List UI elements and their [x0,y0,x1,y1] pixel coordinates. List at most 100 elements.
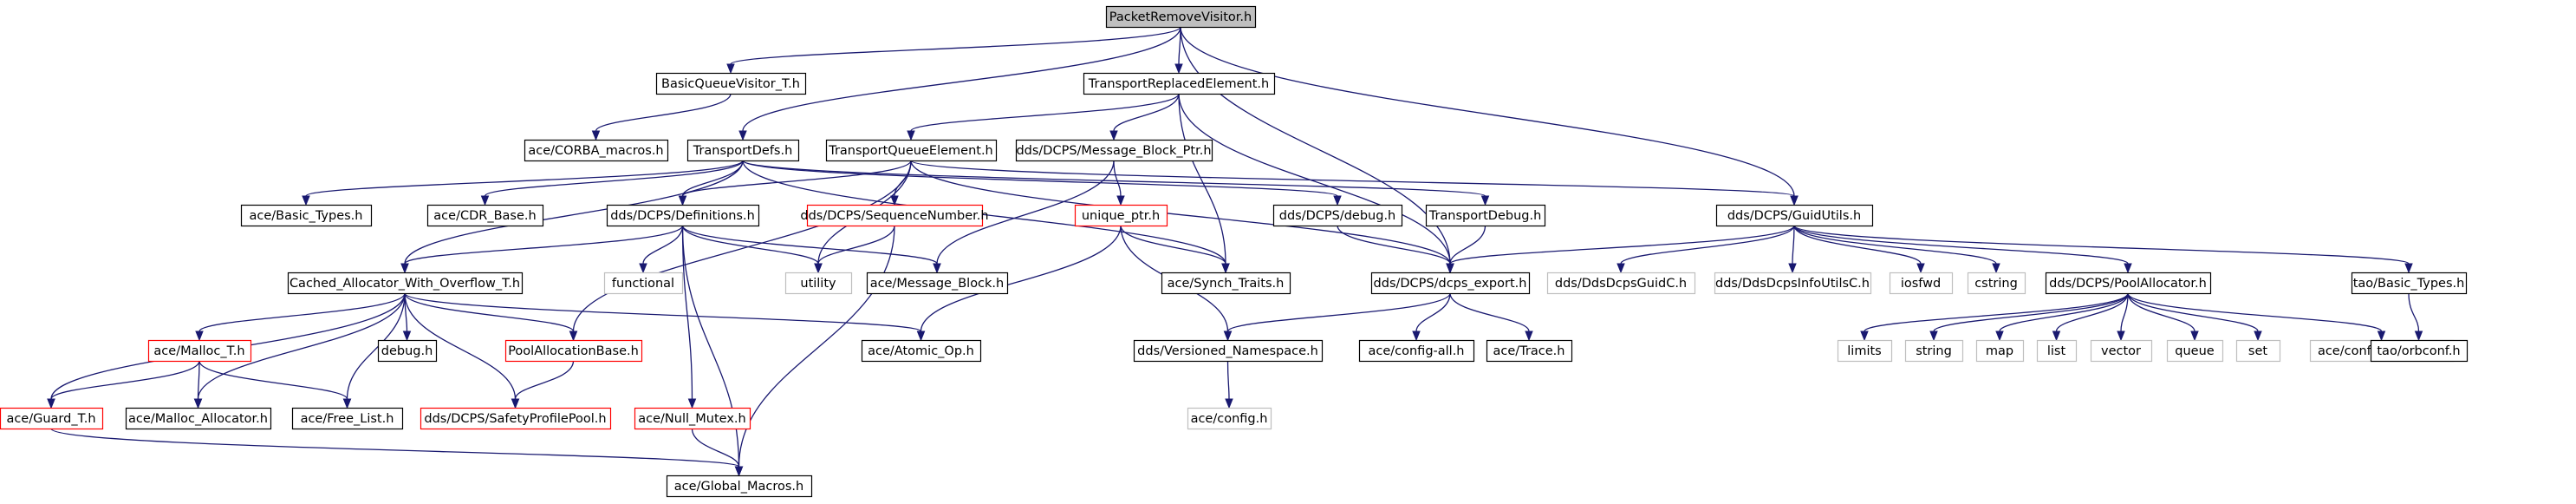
node-label: dds/DCPS/PoolAllocator.h [2049,277,2207,291]
edge-line [1178,93,1226,265]
node-guard[interactable]: ace/Guard_T.h [0,407,104,430]
node-configall[interactable]: ace/config-all.h [1358,339,1475,363]
node-freelist[interactable]: ace/Free_List.h [291,407,404,430]
edge-export-to-trace [1449,292,1533,342]
edge-tdefs-to-cdr [480,160,744,206]
node-seqnum[interactable]: dds/DCPS/SequenceNumber.h [800,204,989,227]
node-label: dds/DCPS/GuidUtils.h [1727,209,1861,223]
edge-guid-to-ddsinfo [1788,225,1797,274]
node-box [524,139,669,162]
node-basic_types[interactable]: ace/Basic_Types.h [240,204,373,227]
node-label: vector [2101,344,2141,358]
node-tdebug[interactable]: TransportDebug.h [1425,204,1546,227]
edge-cawo-to-atomic [404,292,926,342]
node-box [1358,339,1475,363]
edge-line [346,292,406,400]
node-trace[interactable]: ace/Trace.h [1486,339,1573,363]
node-label: ace/Global_Macros.h [674,480,803,494]
node-defs[interactable]: dds/DCPS/Definitions.h [606,204,760,227]
node-label: debug.h [381,344,433,358]
edge-line [2408,292,2420,332]
node-set: set [2235,339,2281,363]
node-mbp[interactable]: dds/DCPS/Message_Block_Ptr.h [1015,139,1213,162]
node-uptr[interactable]: unique_ptr.h [1074,204,1168,227]
node-orbconf[interactable]: tao/orbconf.h [2370,339,2469,363]
node-label: functional [612,277,674,291]
edge-line [681,225,819,265]
edge-line [742,160,1486,197]
node-label: ace/Null_Mutex.h [638,412,745,426]
node-box [377,339,438,363]
node-ddsguidc: dds/DdsDcpsGuidC.h [1546,272,1696,295]
node-label: Cached_Allocator_With_Overflow_T.h [289,277,520,291]
node-label: tao/orbconf.h [2377,344,2460,358]
node-guid[interactable]: dds/DCPS/GuidUtils.h [1715,204,1874,227]
node-taobt[interactable]: tao/Basic_Types.h [2351,272,2468,295]
node-nullmutex[interactable]: ace/Null_Mutex.h [634,407,751,430]
node-atomic[interactable]: ace/Atomic_Op.h [861,339,982,363]
node-label: TransportDebug.h [1428,209,1542,223]
edge-line [404,292,517,400]
node-label: TransportReplacedElement.h [1088,77,1269,91]
edge-line [1793,225,2129,265]
edge-line [2127,292,2195,332]
node-globalmacros[interactable]: ace/Global_Macros.h [666,475,813,498]
edge-line [681,225,938,265]
node-cawo[interactable]: Cached_Allocator_With_Overflow_T.h [287,272,524,295]
arrowhead [1174,63,1183,75]
arrowhead [193,398,203,409]
edge-line [1999,292,2129,332]
node-debug2[interactable]: debug.h [377,339,438,363]
node-box [606,204,760,227]
edge-line [197,292,406,400]
node-vns[interactable]: dds/Versioned_Namespace.h [1133,339,1324,363]
node-debug[interactable]: dds/DCPS/debug.h [1272,204,1403,227]
node-label: ace/Trace.h [1493,344,1565,358]
node-label: queue [2175,344,2215,358]
node-tqe[interactable]: TransportQueueElement.h [825,139,998,162]
node-poolalloc[interactable]: dds/DCPS/PoolAllocator.h [2045,272,2212,295]
edge-line [1226,360,1230,400]
node-label: list [2047,344,2066,358]
node-malloc_t[interactable]: ace/Malloc_T.h [147,339,252,363]
node-msgblock[interactable]: ace/Message_Block.h [866,272,1009,295]
node-cdr[interactable]: ace/CDR_Base.h [426,204,544,227]
arrowhead [1995,331,2004,342]
node-tdefs[interactable]: TransportDefs.h [686,139,800,162]
edges-layer [47,26,2423,477]
edge-bqv-to-corba [591,93,732,141]
node-spp[interactable]: dds/DCPS/SafetyProfilePool.h [420,407,612,430]
node-label: ace/Guard_T.h [6,412,95,426]
node-box [2235,339,2281,363]
node-corba[interactable]: ace/CORBA_macros.h [524,139,669,162]
arrowhead [47,398,55,409]
edge-root-to-tdefs [738,26,1181,141]
node-label: TransportQueueElement.h [828,144,993,158]
node-label: dds/DCPS/Message_Block_Ptr.h [1016,144,1211,158]
edge-poolalloc-to-limits [1860,292,2129,342]
node-box [1272,204,1403,227]
node-label: ace/Synch_Traits.h [1168,277,1285,291]
node-tre[interactable]: TransportReplacedElement.h [1083,72,1276,95]
edge-root-to-bqv [726,26,1181,75]
node-list: list [2036,339,2078,363]
edge-poolalloc-to-configmacros [2127,292,2386,342]
node-synch[interactable]: ace/Synch_Traits.h [1161,272,1291,295]
arrowhead [342,398,352,409]
node-config: ace/config.h [1187,407,1272,430]
edge-root-to-export [1180,26,1454,274]
node-export[interactable]: dds/DCPS/dcps_export.h [1370,272,1531,295]
node-cstring: cstring [1967,272,2026,295]
arrowhead [933,263,941,274]
edge-defs-to-cawo [400,225,684,274]
node-root[interactable]: PacketRemoveVisitor.h [1105,5,1257,29]
node-mallocalloc[interactable]: ace/Malloc_Allocator.h [125,407,272,430]
edge-line [1449,292,1530,332]
edge-defs-to-utility [681,225,823,274]
node-bqv[interactable]: BasicQueueVisitor_T.h [655,72,807,95]
node-pab[interactable]: PoolAllocationBase.h [504,339,643,363]
arrowhead [511,398,520,409]
edge-line [681,160,744,197]
edge-line [1793,225,1997,265]
node-box [655,72,807,95]
